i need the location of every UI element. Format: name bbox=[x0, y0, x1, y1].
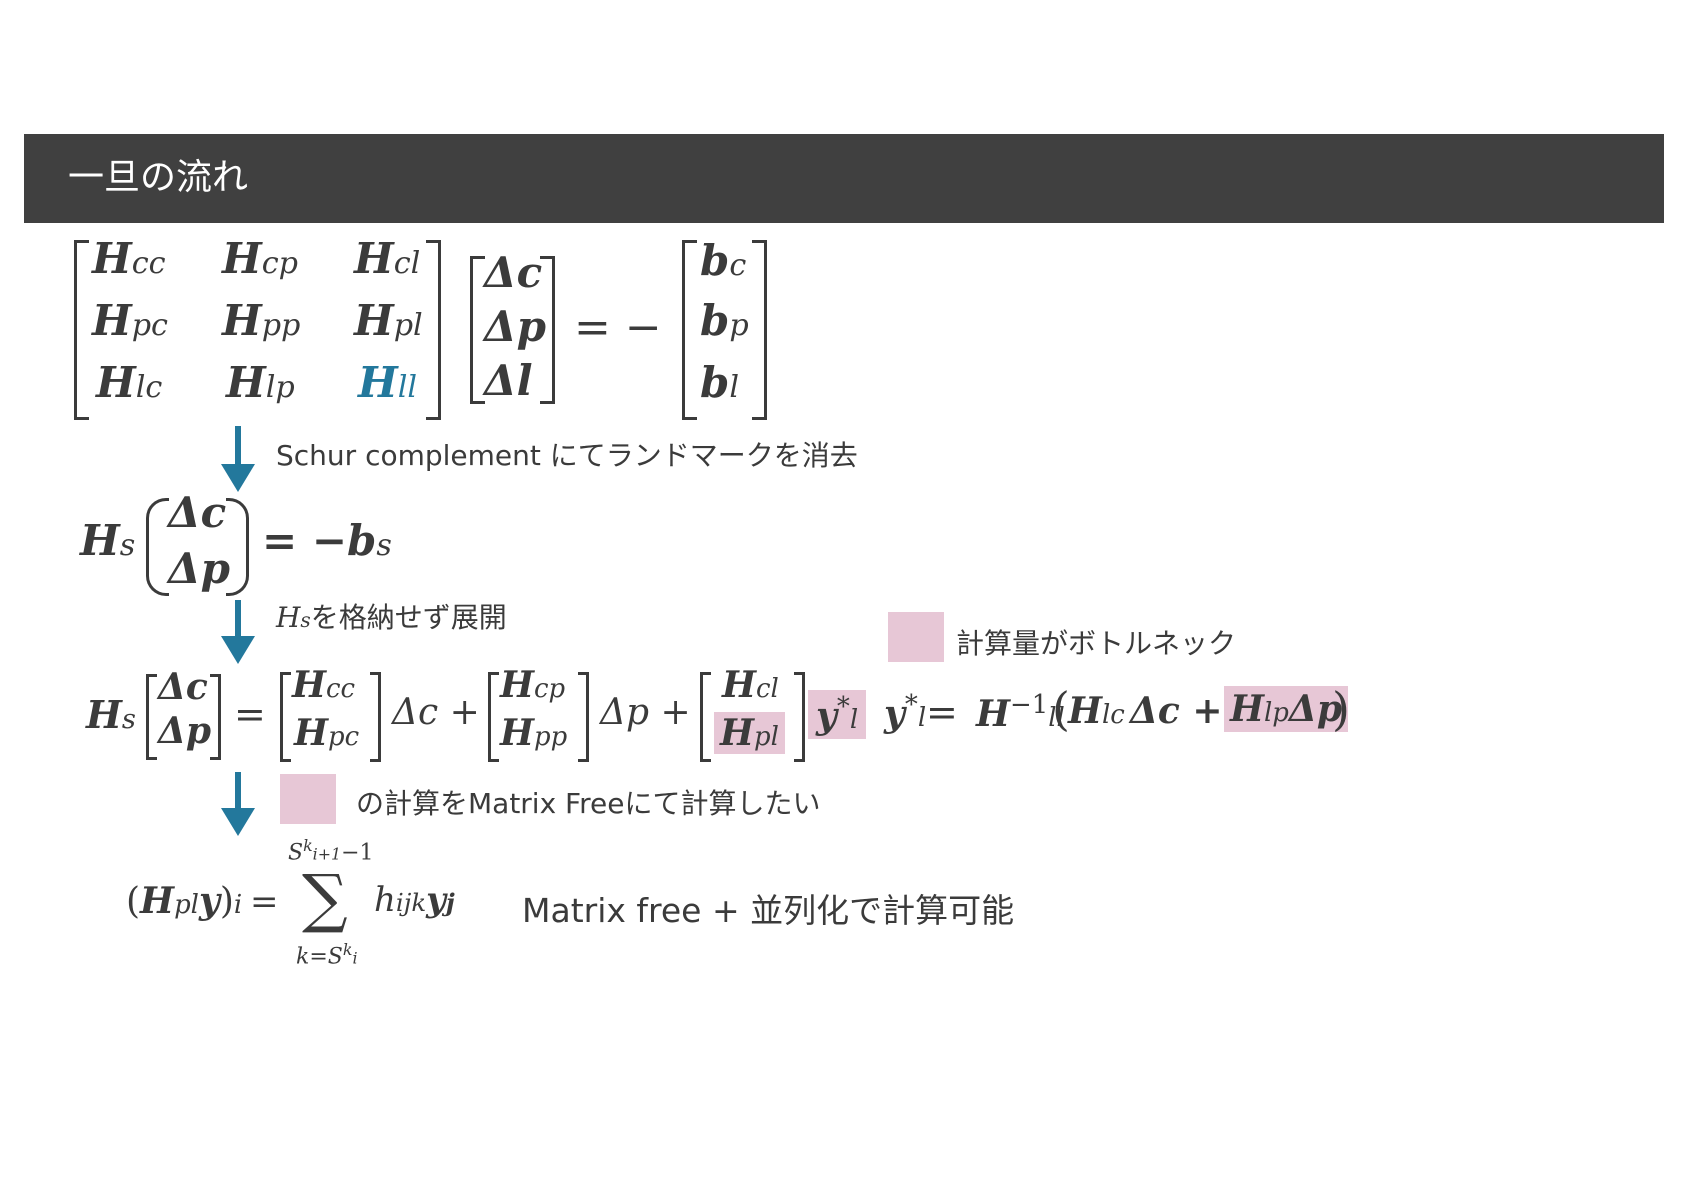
col2-hpp: Hpp bbox=[500, 712, 568, 754]
ystar-def-eq: = bbox=[926, 690, 958, 734]
down-arrow-2-head bbox=[221, 636, 255, 664]
matrix-cell-cc: Hcc bbox=[92, 234, 166, 283]
expanded-dp: Δp bbox=[158, 710, 212, 752]
reduced-dp: Δp bbox=[168, 544, 230, 593]
expanded-vec-bracket-right bbox=[210, 674, 221, 760]
down-arrow-1 bbox=[235, 426, 241, 466]
ystar-def-close-paren: ) bbox=[1332, 682, 1350, 736]
ystar-def-dc: Δc + bbox=[1130, 690, 1223, 732]
slide-title: 一旦の流れ bbox=[68, 157, 249, 198]
reduced-lhs: Hs bbox=[80, 516, 136, 565]
bottleneck-label: 計算量がボトルネック bbox=[956, 627, 1237, 660]
col3-hcl: Hcl bbox=[722, 664, 779, 706]
system-equals: = − bbox=[574, 302, 662, 353]
sum-lower-limit: k=Ski bbox=[296, 940, 358, 970]
down-arrow-3 bbox=[235, 772, 241, 810]
down-arrow-1-head bbox=[221, 464, 255, 492]
step3-note: の計算をMatrix Freeにて計算したい bbox=[356, 787, 821, 820]
unknown-dc: Δc bbox=[484, 248, 543, 297]
col1-bracket-left bbox=[280, 672, 291, 762]
rhs-bracket-right bbox=[752, 240, 767, 420]
col3-bracket-left bbox=[700, 672, 711, 762]
ystar-def-Hlc: Hlc bbox=[1068, 690, 1125, 732]
matrix-cell-pc: Hpc bbox=[92, 296, 168, 345]
unknown-dp: Δp bbox=[484, 302, 546, 351]
slide-header: 一旦の流れ bbox=[24, 134, 1664, 223]
col1-bracket-right bbox=[370, 672, 381, 762]
col2-bracket-right bbox=[578, 672, 589, 762]
ystar-def-open-paren: ( bbox=[1052, 682, 1070, 736]
col3-hpl: Hpl bbox=[714, 712, 785, 754]
reduced-dc: Δc bbox=[168, 488, 227, 537]
down-arrow-3-head bbox=[221, 808, 255, 836]
term1: Δc + bbox=[392, 692, 480, 733]
matrix-cell-pp: Hpp bbox=[222, 296, 301, 345]
down-arrow-2 bbox=[235, 600, 241, 638]
reduced-paren-left bbox=[146, 498, 169, 596]
conclusion-text: Matrix free + 並列化で計算可能 bbox=[522, 891, 1015, 930]
col1-hpc: Hpc bbox=[294, 712, 360, 754]
sum-term: hijkyj bbox=[374, 880, 455, 920]
col3-bracket-right bbox=[794, 672, 805, 762]
sigma-symbol: ∑ bbox=[302, 862, 348, 936]
ystar-def-Hlp-dp: HlpΔp bbox=[1224, 686, 1348, 732]
sum-lhs: (Hply)i bbox=[126, 880, 243, 922]
ystar-def-Hll-inv: H−1ll bbox=[976, 690, 1065, 735]
ystar-highlight: y*l bbox=[808, 690, 867, 739]
rhs-bl: bl bbox=[700, 358, 740, 407]
sum-equals: = bbox=[250, 882, 279, 922]
ystar-def-lhs: y*l bbox=[884, 690, 927, 735]
matrix-cell-lc: Hlc bbox=[96, 358, 163, 407]
rhs-bracket-left bbox=[682, 240, 697, 420]
step1-note: Schur complement にてランドマークを消去 bbox=[276, 439, 858, 472]
col1-hcc: Hcc bbox=[292, 664, 356, 706]
unknown-bracket-right bbox=[540, 256, 555, 404]
rhs-bc: bc bbox=[700, 236, 747, 285]
expanded-equals: = bbox=[234, 692, 266, 736]
matrix-cell-cp: Hcp bbox=[222, 234, 298, 283]
bottleneck-swatch bbox=[888, 612, 944, 662]
col2-hcp: Hcp bbox=[500, 664, 566, 706]
matrix-bracket-left bbox=[74, 240, 89, 420]
matrix-cell-pl: Hpl bbox=[354, 296, 423, 345]
expanded-vec-bracket-left bbox=[146, 674, 157, 760]
unknown-bracket-left bbox=[470, 256, 485, 404]
expanded-dc: Δc bbox=[158, 666, 208, 708]
matrix-bracket-right bbox=[426, 240, 441, 420]
matrix-free-swatch bbox=[280, 774, 336, 824]
rhs-bp: bp bbox=[700, 296, 749, 345]
unknown-dl: Δl bbox=[484, 356, 533, 405]
col2-bracket-left bbox=[488, 672, 499, 762]
matrix-cell-cl: Hcl bbox=[354, 234, 421, 283]
sum-upper-limit: Ski+1−1 bbox=[288, 836, 374, 866]
matrix-cell-ll: Hll bbox=[358, 358, 418, 407]
step2-note: Hsを格納せず展開 bbox=[276, 601, 507, 634]
matrix-cell-lp: Hlp bbox=[226, 358, 295, 407]
expanded-lhs: Hs bbox=[86, 692, 136, 737]
term2: Δp + bbox=[600, 692, 691, 733]
reduced-rhs: = −bs bbox=[262, 516, 392, 565]
